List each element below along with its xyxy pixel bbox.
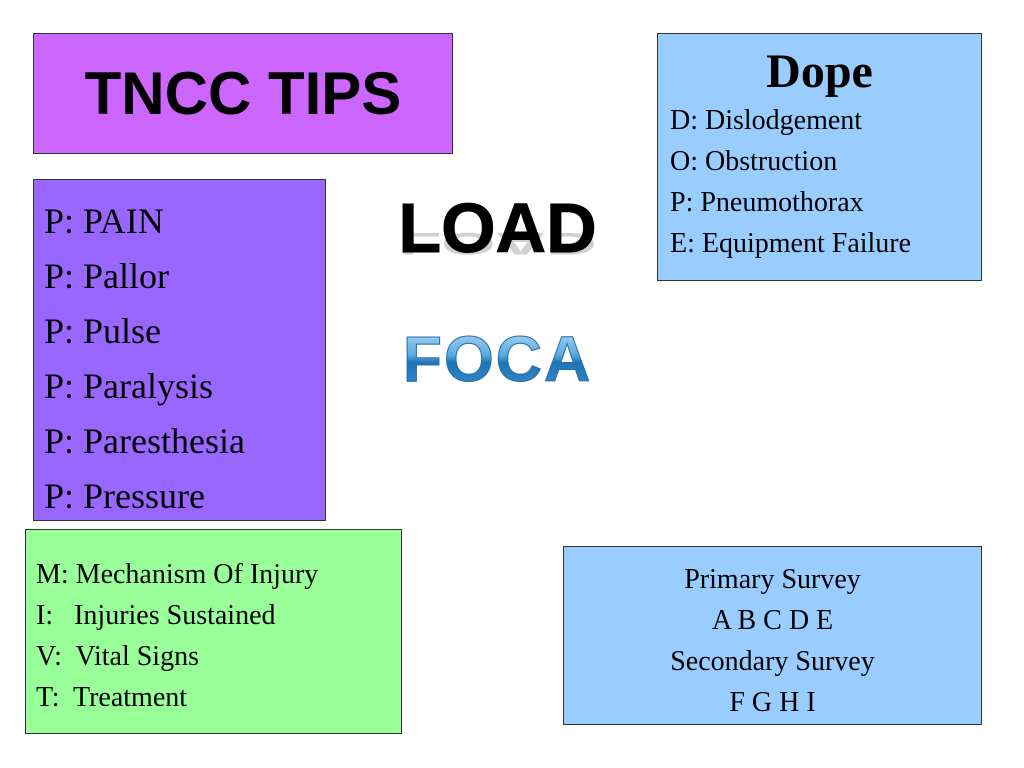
p-item: P: Pressure <box>44 476 205 516</box>
dope-heading: Dope <box>766 45 873 98</box>
dope-item: D: Dislodgement <box>670 105 863 136</box>
load-reflection: LOAD <box>398 226 597 262</box>
dope-item: E: Equipment Failure <box>670 228 912 259</box>
p-item: P: Paralysis <box>44 366 214 406</box>
load-word: LOAD <box>398 189 597 268</box>
title-box: TNCC TIPS <box>33 33 453 154</box>
survey-line: Secondary Survey <box>670 646 875 677</box>
six-p-box: P: PAIN P: Pallor P: Pulse P: Paralysis … <box>33 179 326 521</box>
mivt-item: V: Vital Signs <box>36 641 199 672</box>
survey-line: Primary Survey <box>684 564 861 595</box>
dope-item: P: Pneumothorax <box>670 187 864 218</box>
p-item: P: PAIN <box>44 201 164 241</box>
p-item: P: Pulse <box>44 311 162 351</box>
survey-line: F G H I <box>729 687 816 718</box>
foca-word: FOCA <box>375 322 620 396</box>
dope-item: O: Obstruction <box>670 146 838 177</box>
p-item: P: Paresthesia <box>44 421 245 461</box>
p-item: P: Pallor <box>44 256 170 296</box>
survey-line: A B C D E <box>711 605 834 636</box>
mivt-item: T: Treatment <box>36 682 188 713</box>
survey-box: Primary Survey A B C D E Secondary Surve… <box>563 546 982 725</box>
mivt-item: I: Injuries Sustained <box>36 600 276 631</box>
mivt-box: M: Mechanism Of Injury I: Injuries Susta… <box>25 529 402 734</box>
slide-title: TNCC TIPS <box>84 60 402 127</box>
dope-box: Dope D: Dislodgement O: Obstruction P: P… <box>657 33 982 281</box>
mivt-item: M: Mechanism Of Injury <box>36 559 319 590</box>
